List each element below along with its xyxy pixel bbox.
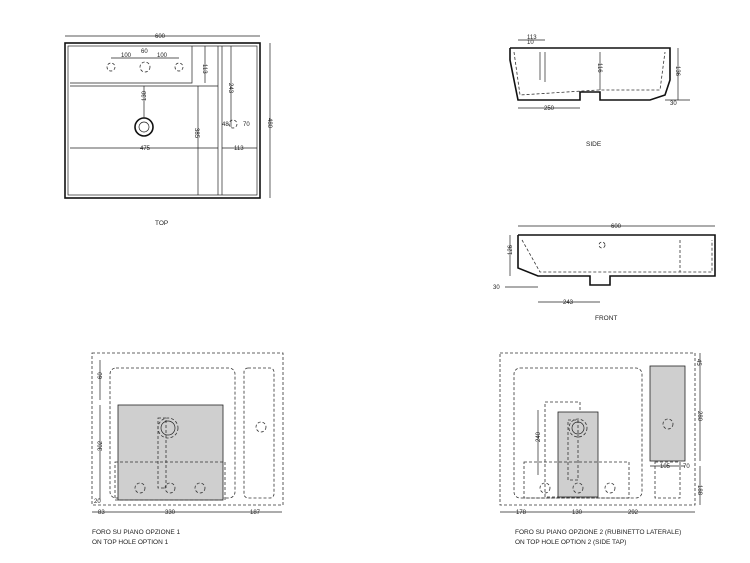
tap-hole-left-icon [106, 62, 116, 72]
dim-top-480: 480 [266, 118, 272, 129]
top-view: 600 100 60 100 113 243 385 480 130 475 1… [64, 34, 272, 227]
dim-top-113a: 113 [201, 64, 207, 74]
dim-top-475: 475 [140, 146, 151, 152]
dim-top-385: 385 [193, 128, 199, 139]
top-basin-edge [70, 46, 193, 84]
option2-caption-line1: FORO SU PIANO OPZIONE 2 (RUBINETTO LATER… [515, 529, 681, 536]
dim-side-250: 250 [544, 106, 555, 112]
dim-opt1-330: 330 [165, 510, 176, 516]
dim-opt1-187: 187 [250, 510, 261, 516]
dim-front-243: 243 [563, 300, 574, 306]
tap-hole-center-icon [139, 61, 151, 73]
dim-front-600: 600 [611, 224, 622, 230]
side-view: 113 10 116 136 30 250 SIDE [509, 35, 690, 148]
option2-view: 45 280 240 105 70 188 178 130 292 FORO S… [499, 352, 702, 546]
dim-top-hole-right: 100 [157, 53, 168, 59]
option1-view: 60 302 20 83 330 187 FORO SU PIANO OPZIO… [91, 352, 284, 546]
option2-caption-line2: ON TOP HOLE OPTION 2 (SIDE TAP) [515, 539, 626, 546]
dim-opt1-60: 60 [98, 372, 104, 379]
overflow-icon [228, 119, 238, 129]
top-inner-rim [67, 45, 258, 196]
dim-opt2-188: 188 [696, 485, 702, 496]
dim-opt2-130: 130 [572, 510, 583, 516]
option1-caption-line1: FORO SU PIANO OPZIONE 1 [92, 529, 181, 536]
dim-top-hole-center: 60 [141, 49, 148, 55]
dim-opt1-20: 20 [94, 499, 101, 505]
option1-cutout [117, 404, 224, 501]
dim-top-48: 48 [222, 122, 229, 128]
tap-hole-right-icon [174, 62, 184, 72]
dim-top-70: 70 [243, 122, 250, 128]
option2-outer [499, 352, 696, 506]
dim-opt1-83: 83 [98, 510, 105, 516]
option1-caption-line2: ON TOP HOLE OPTION 1 [92, 539, 169, 546]
dim-side-136: 136 [674, 66, 680, 77]
dim-opt2-280: 280 [696, 411, 702, 422]
dim-top-hole-left: 100 [121, 53, 132, 59]
dim-opt1-302: 302 [98, 440, 104, 451]
dim-opt2-240: 240 [536, 431, 542, 442]
dim-side-116: 116 [596, 63, 602, 73]
side-outline [509, 47, 671, 101]
front-view: 600 126 30 243 FRONT [493, 224, 716, 322]
dim-opt2-70: 70 [683, 464, 690, 470]
side-caption: SIDE [586, 141, 602, 148]
dim-front-30: 30 [493, 285, 500, 291]
dim-top-130: 130 [142, 90, 148, 101]
top-caption: TOP [155, 220, 168, 227]
option2-side-cutout [649, 365, 686, 462]
dim-opt2-292: 292 [628, 510, 639, 516]
front-caption: FRONT [595, 315, 617, 322]
dim-top-113b: 113 [234, 146, 244, 152]
dim-top-243: 243 [227, 83, 233, 94]
drain-icon [134, 117, 154, 137]
dim-side-30: 30 [670, 101, 677, 107]
top-outer-rim [64, 42, 261, 199]
dim-side-10: 10 [527, 40, 534, 46]
dim-front-126: 126 [508, 244, 514, 255]
front-outline [517, 234, 716, 286]
option1-outer [91, 352, 284, 506]
dim-side-113: 113 [527, 35, 537, 41]
dim-opt2-178: 178 [516, 510, 527, 516]
dim-opt2-45: 45 [695, 359, 701, 366]
dim-top-width: 600 [155, 34, 166, 40]
dim-opt2-105: 105 [660, 464, 671, 470]
option2-main-cutout [557, 411, 599, 498]
